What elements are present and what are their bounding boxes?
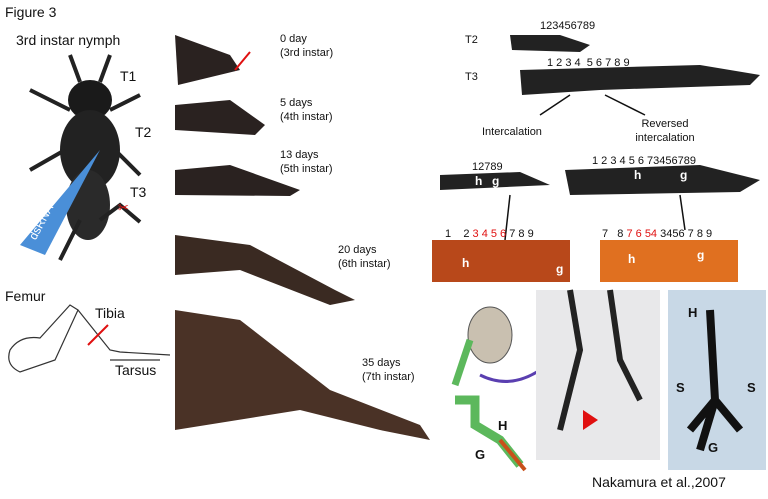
reversed-segment-numbers: 7 8 7 6 54 3456 7 8 9 <box>602 228 713 240</box>
scissors-icon: ✂ <box>118 200 129 215</box>
timeline-1: 5 days(4th instar) <box>280 97 333 123</box>
nymph-label: 3rd instar nymph <box>16 32 121 48</box>
timeline-4: 35 days(7th instar) <box>362 357 415 383</box>
femur-label: Femur <box>5 288 46 304</box>
g-marker: g <box>492 174 500 188</box>
G-label: G <box>475 447 486 462</box>
intercalation-stripe <box>432 240 570 282</box>
g-marker: g <box>556 262 564 276</box>
cricket-photo <box>29 54 142 261</box>
G-label: G <box>708 440 719 455</box>
intercalation-label: Intercalation <box>482 126 542 138</box>
schematic-cricket <box>451 306 541 472</box>
tarsus-label: Tarsus <box>115 362 157 378</box>
S-label: S <box>676 380 685 395</box>
regenerated-leg-photo <box>536 290 660 460</box>
t2-t3-leg-photos <box>440 35 760 195</box>
t3-right-label: T3 <box>465 71 478 83</box>
timeline-0: 0 day(3rd instar) <box>280 33 334 59</box>
h-marker: h <box>475 174 483 188</box>
t3-numbers: 1 2 3 4 5 6 7 8 9 <box>547 57 630 69</box>
t2-right-label: T2 <box>465 34 478 46</box>
leg-series-photos <box>175 35 430 440</box>
H-label: H <box>498 418 508 433</box>
timeline-3: 20 days(6th instar) <box>338 244 391 270</box>
reversed-intercalation-label: Reversed intercalation <box>635 118 695 144</box>
reversed-stripe <box>600 240 738 282</box>
h-marker: h <box>634 168 642 182</box>
citation: Nakamura et al.,2007 <box>592 474 726 490</box>
g-marker: g <box>697 248 705 262</box>
reversed-numbers: 1 2 3 4 5 6 73456789 <box>592 155 696 167</box>
t2-label: T2 <box>135 124 152 140</box>
t1-label: T1 <box>120 68 137 84</box>
tibia-label: Tibia <box>95 305 125 321</box>
intercalation-segment-numbers: 1 2 3 4 5 6 7 8 9 <box>445 228 534 240</box>
figure-label: Figure 3 <box>5 4 57 20</box>
S-label: S <box>747 380 756 395</box>
H-label: H <box>688 305 698 320</box>
t2-numbers: 123456789 <box>540 20 596 32</box>
intercalation-numbers: 12789 <box>472 161 503 173</box>
leg-drawing <box>8 304 171 373</box>
h-marker: h <box>462 256 470 270</box>
timeline-2: 13 days(5th instar) <box>280 149 333 175</box>
h-marker: h <box>628 252 636 266</box>
dsrna-needle <box>20 150 100 255</box>
g-marker: g <box>680 168 688 182</box>
t3-label: T3 <box>130 184 147 200</box>
